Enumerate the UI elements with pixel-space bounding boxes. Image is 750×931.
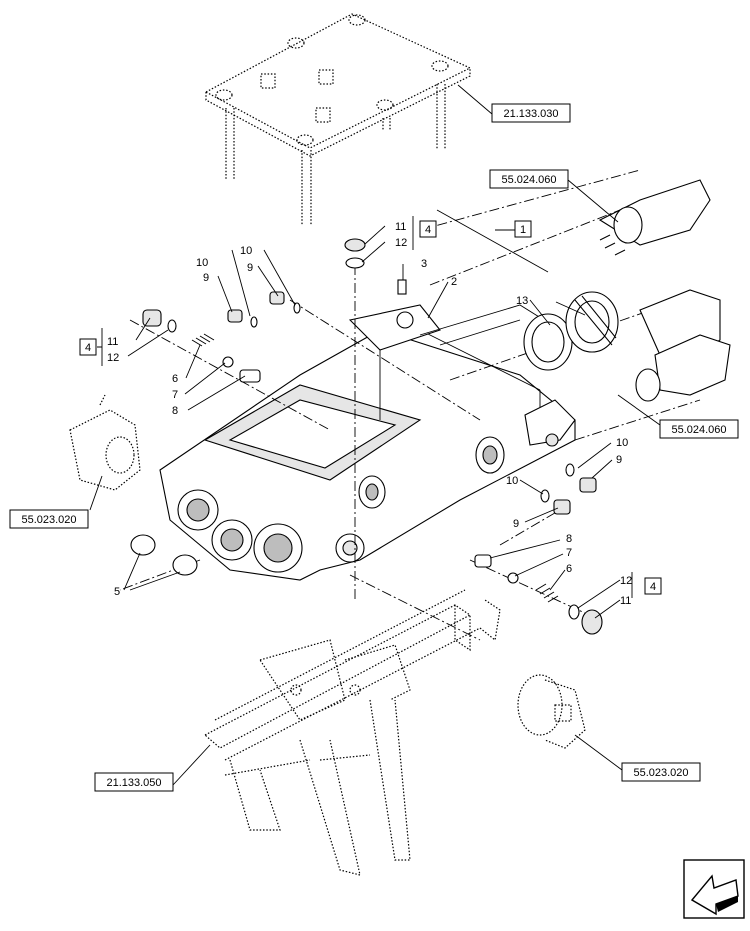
callout: 5	[114, 586, 120, 598]
shift-rods-forks	[203, 589, 501, 876]
ref-box	[9, 509, 89, 529]
callout: 11	[620, 595, 631, 607]
reference-labels: 21.133.030 55.024.060 55.024.060 55.023.…	[9, 103, 739, 792]
callout: 6	[566, 563, 572, 575]
callout: 9	[513, 518, 519, 530]
ref-box	[94, 772, 174, 792]
group-label: 4	[650, 581, 656, 593]
connector-left	[69, 394, 141, 491]
ref-label[interactable]: 21.133.030	[503, 108, 558, 120]
callout: 12	[620, 575, 632, 587]
callout: 12	[107, 352, 119, 364]
callout: 9	[203, 272, 209, 284]
ref-label[interactable]: 55.023.020	[633, 767, 688, 779]
callout: 8	[172, 405, 178, 417]
ref-box	[491, 103, 571, 123]
callout: 2	[451, 276, 457, 288]
ref-label[interactable]: 55.023.020	[21, 514, 76, 526]
group-box	[419, 220, 437, 238]
callout: 7	[566, 547, 572, 559]
callout: 12	[395, 237, 407, 249]
callout: 8	[566, 533, 572, 545]
connector-right	[517, 674, 586, 749]
group-label: 4	[85, 342, 91, 354]
callout: 11	[395, 221, 406, 233]
ref-box	[621, 762, 701, 782]
group-box	[514, 220, 532, 238]
callout: 10	[240, 245, 252, 257]
group-box	[79, 338, 97, 356]
navigation-arrow-icon[interactable]	[683, 859, 745, 919]
group-label: 4	[425, 224, 431, 236]
callout: 3	[421, 258, 427, 270]
ref-box	[489, 169, 569, 189]
callout: 7	[172, 389, 178, 401]
callout: 11	[107, 336, 118, 348]
callout: 10	[506, 475, 518, 487]
ref-label[interactable]: 21.133.050	[106, 777, 161, 789]
small-parts	[130, 238, 619, 635]
callout-numbers: 11 12 3 2 10 9 10 9 11 12 6 7 8 13 5 10 …	[107, 221, 632, 607]
callout: 10	[196, 257, 208, 269]
group-box	[644, 577, 662, 595]
ref-label[interactable]: 55.024.060	[671, 424, 726, 436]
group-labels: 1 4 4 4	[79, 220, 662, 595]
callout: 6	[172, 373, 178, 385]
callout: 9	[247, 262, 253, 274]
ref-label[interactable]: 55.024.060	[501, 174, 556, 186]
callout: 10	[616, 437, 628, 449]
group-label: 1	[520, 224, 526, 236]
callout: 9	[616, 454, 622, 466]
callout: 13	[516, 295, 528, 307]
gearbox-housing	[159, 304, 576, 581]
ref-box	[659, 419, 739, 439]
solenoid-valves	[598, 179, 731, 402]
cover-plate	[204, 13, 472, 225]
leader-lines	[89, 84, 661, 786]
